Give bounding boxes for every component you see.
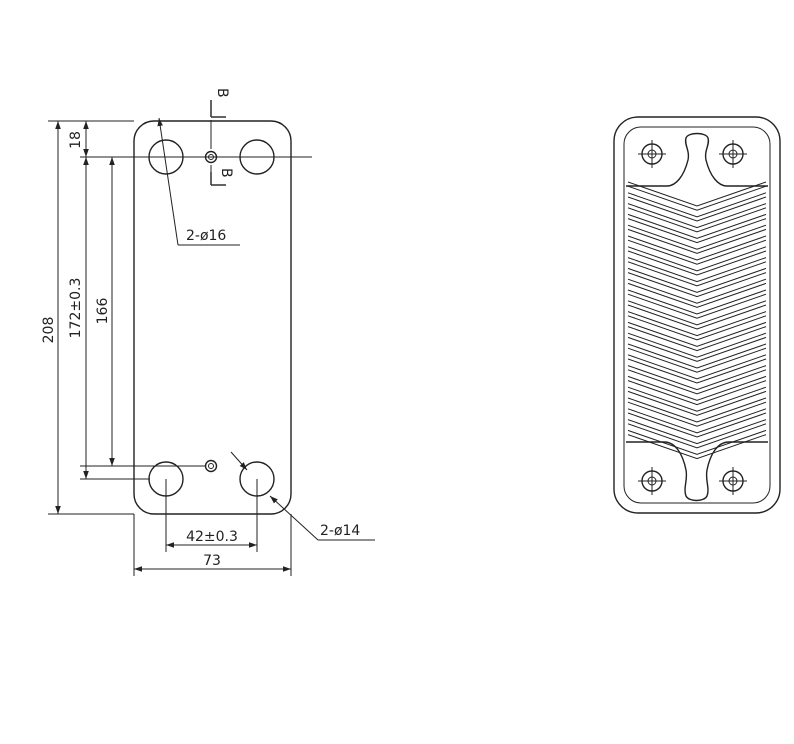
- chevron-line: [627, 375, 767, 401]
- dim-port-center-distance: 172±0.3: [68, 157, 150, 480]
- leader-upper-ports: 2-ø16: [157, 117, 240, 246]
- chevron-line: [627, 347, 767, 373]
- chevron-line: [627, 390, 767, 416]
- chevron-line: [627, 235, 767, 261]
- chevron-line: [627, 326, 767, 352]
- dim-label-166: 166: [95, 298, 111, 325]
- callout-lower-ports: 2-ø14: [320, 523, 360, 539]
- dim-port-spacing: 42±0.3: [165, 479, 258, 552]
- dim-top-offset: 18: [68, 121, 89, 157]
- chevron-line: [627, 332, 767, 358]
- dim-inner-distance: 166: [95, 157, 115, 466]
- chevron-line: [627, 246, 767, 272]
- small-hole-bottom-inner: [208, 463, 214, 469]
- chevron-line: [627, 207, 767, 233]
- chevron-line: [627, 419, 767, 445]
- chevron-line: [627, 343, 767, 369]
- dim-label-73: 73: [203, 553, 221, 569]
- plate-outer-outline: [613, 116, 781, 514]
- plate-outline: [133, 120, 292, 515]
- chevron-line: [627, 282, 767, 308]
- leader-lower-ports: 2-ø14: [230, 451, 375, 541]
- chevron-line: [627, 423, 767, 449]
- small-hole-top: [204, 150, 218, 164]
- chevron-line: [627, 380, 767, 406]
- chevron-line: [627, 397, 767, 423]
- pattern-view: [613, 116, 781, 514]
- port-marker-top-right: [719, 140, 747, 168]
- chevron-line: [627, 336, 767, 362]
- small-hole-top-inner: [208, 154, 214, 160]
- chevron-line: [627, 267, 767, 293]
- chevron-line: [627, 354, 767, 380]
- plate-inner-outline: [623, 126, 771, 504]
- chevron-line: [627, 213, 767, 239]
- dim-label-42: 42±0.3: [186, 529, 238, 545]
- dim-label-18: 18: [68, 131, 84, 149]
- chevron-line: [627, 289, 767, 315]
- chevron-line: [627, 304, 767, 330]
- section-marker: B B: [210, 88, 234, 186]
- chevron-line: [627, 386, 767, 412]
- chevron-line: [627, 321, 767, 347]
- chevron-line: [627, 218, 767, 244]
- chevron-line: [627, 192, 767, 218]
- chevron-line: [627, 261, 767, 287]
- chevron-line: [627, 401, 767, 427]
- front-view: B B 2-ø16 2-ø14 208 18: [41, 88, 375, 576]
- section-label-bottom: B: [218, 168, 234, 178]
- small-hole-bottom: [204, 459, 218, 473]
- chevron-line: [627, 315, 767, 341]
- chevron-line: [627, 293, 767, 319]
- chevron-line: [627, 250, 767, 276]
- chevron-line: [627, 278, 767, 304]
- callout-upper-ports: 2-ø16: [186, 228, 226, 244]
- chevron-line: [627, 412, 767, 438]
- chevron-line: [627, 228, 767, 254]
- chevron-line: [627, 365, 767, 391]
- dim-overall-height: 208: [41, 120, 134, 515]
- port-top-left: [148, 139, 184, 175]
- chevron-line: [627, 311, 767, 337]
- port-marker-bottom-left: [638, 467, 666, 495]
- chevron-line: [627, 358, 767, 384]
- chevron-line: [627, 196, 767, 222]
- section-label-top: B: [214, 88, 230, 98]
- dim-overall-width: 73: [133, 514, 292, 576]
- port-marker-top-left: [638, 140, 666, 168]
- chevron-line: [627, 429, 767, 455]
- chevron-line: [627, 239, 767, 265]
- chevron-line: [627, 181, 767, 207]
- chevron-corrugations: [627, 181, 767, 460]
- chevron-line: [627, 408, 767, 434]
- chevron-line: [627, 185, 767, 211]
- chevron-line: [627, 203, 767, 229]
- bottom-gasket: [626, 441, 768, 502]
- chevron-line: [627, 434, 767, 460]
- top-gasket: [626, 132, 768, 187]
- chevron-line: [627, 369, 767, 395]
- chevron-line: [627, 300, 767, 326]
- dim-label-208: 208: [41, 317, 57, 344]
- chevron-line: [627, 224, 767, 250]
- port-marker-bottom-right: [719, 467, 747, 495]
- chevron-line: [627, 257, 767, 283]
- dim-label-172: 172±0.3: [68, 278, 84, 339]
- port-top-right: [239, 139, 275, 175]
- chevron-line: [627, 272, 767, 298]
